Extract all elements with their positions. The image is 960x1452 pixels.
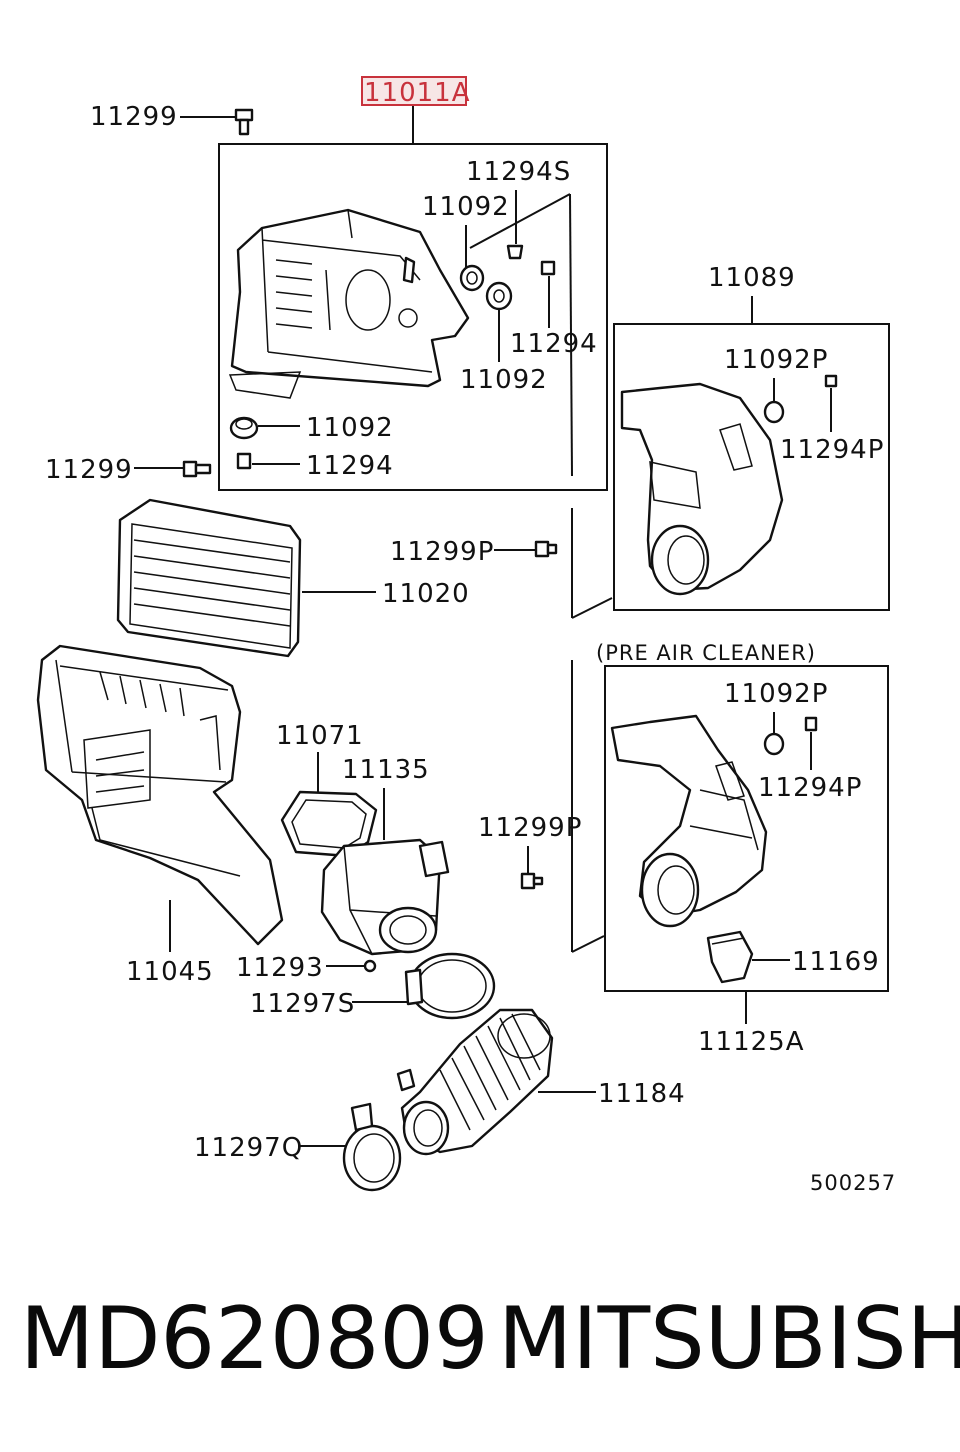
box-11089 bbox=[613, 323, 890, 611]
label-11299-mid[interactable]: 11299 bbox=[45, 455, 133, 485]
grommet-icon-2 bbox=[485, 281, 513, 311]
label-11071[interactable]: 11071 bbox=[276, 721, 364, 751]
label-11135[interactable]: 11135 bbox=[342, 755, 430, 785]
hose-clamp-drawing bbox=[404, 952, 496, 1020]
label-11294-b[interactable]: 11294 bbox=[306, 451, 394, 481]
label-11297Q[interactable]: 11297Q bbox=[194, 1133, 303, 1163]
footer-part-number: MD620809 bbox=[20, 1289, 489, 1389]
grommet-icon-5 bbox=[763, 732, 785, 756]
label-11299P-a[interactable]: 11299P bbox=[390, 537, 494, 567]
hose-clamp-drawing-2 bbox=[342, 1102, 402, 1192]
label-11092-b[interactable]: 11092 bbox=[460, 365, 548, 395]
pre-cleaner-cap-drawing bbox=[706, 930, 754, 984]
bolt-icon-2 bbox=[182, 460, 212, 478]
label-11294P-a[interactable]: 11294P bbox=[780, 435, 884, 465]
grommet-icon-4 bbox=[763, 400, 785, 424]
intake-duct-drawing bbox=[620, 382, 784, 596]
footer-brand: MITSUBISHI bbox=[498, 1289, 960, 1389]
air-cleaner-lower-case-drawing bbox=[36, 644, 284, 946]
pin-icon-5 bbox=[804, 716, 818, 732]
label-11299P-b[interactable]: 11299P bbox=[478, 813, 582, 843]
grommet-icon bbox=[459, 264, 485, 292]
bolt-icon bbox=[234, 108, 254, 136]
air-cleaner-case-drawing bbox=[228, 208, 470, 399]
pin-icon-2 bbox=[540, 260, 556, 276]
label-11089[interactable]: 11089 bbox=[708, 263, 796, 293]
label-11092-a[interactable]: 11092 bbox=[422, 192, 510, 222]
pin-icon bbox=[506, 244, 524, 260]
label-11020[interactable]: 11020 bbox=[382, 579, 470, 609]
gasket-drawing bbox=[280, 790, 378, 858]
reference-number: 500257 bbox=[810, 1171, 896, 1195]
pin-icon-3 bbox=[236, 452, 252, 470]
label-11092-c[interactable]: 11092 bbox=[306, 413, 394, 443]
pre-air-duct-drawing bbox=[610, 714, 768, 928]
label-11184[interactable]: 11184 bbox=[598, 1079, 686, 1109]
label-11011A[interactable]: 11011A bbox=[364, 78, 471, 108]
bolt-icon-3 bbox=[534, 540, 558, 558]
airflow-sensor-drawing bbox=[320, 838, 450, 956]
bolt-icon-4 bbox=[520, 872, 544, 890]
label-11299-top[interactable]: 11299 bbox=[90, 102, 178, 132]
intake-hose-drawing bbox=[396, 1008, 554, 1156]
nut-icon bbox=[363, 959, 377, 973]
label-11125A[interactable]: 11125A bbox=[698, 1027, 805, 1057]
pin-icon-4 bbox=[824, 374, 838, 388]
label-11297S[interactable]: 11297S bbox=[250, 989, 355, 1019]
label-pre-air-cleaner[interactable]: (PRE AIR CLEANER) bbox=[596, 641, 816, 665]
label-11045[interactable]: 11045 bbox=[126, 957, 214, 987]
label-11092P-b[interactable]: 11092P bbox=[724, 679, 828, 709]
label-11092P-a[interactable]: 11092P bbox=[724, 345, 828, 375]
label-11294-a[interactable]: 11294 bbox=[510, 329, 598, 359]
highlight-box bbox=[361, 76, 467, 106]
label-11294S[interactable]: 11294S bbox=[466, 157, 571, 187]
air-filter-drawing bbox=[116, 498, 302, 658]
label-11293[interactable]: 11293 bbox=[236, 953, 324, 983]
label-11169[interactable]: 11169 bbox=[792, 947, 880, 977]
label-11294P-b[interactable]: 11294P bbox=[758, 773, 862, 803]
box-pre-air-cleaner bbox=[604, 665, 889, 992]
box-air-cleaner-case bbox=[218, 143, 608, 491]
grommet-icon-3 bbox=[229, 416, 259, 440]
